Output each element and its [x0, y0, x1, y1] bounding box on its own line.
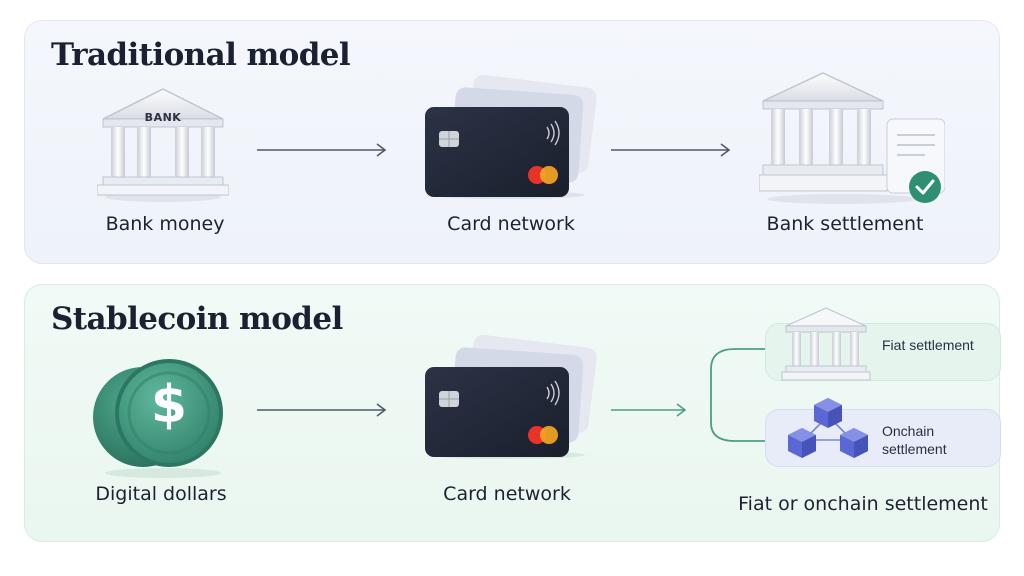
onchain-settlement-label: Onchain settlement [882, 423, 947, 457]
credit-card-icon [425, 75, 597, 199]
block-cube [814, 398, 842, 428]
credit-card-icon [425, 335, 597, 459]
traditional-model-panel: Traditional model BANK Bank money [24, 20, 1000, 264]
fiat-settlement-option: Fiat settlement [765, 307, 1001, 381]
arrow-right-icon [611, 403, 687, 417]
bank-money-label: Bank money [105, 213, 225, 235]
blockchain-blocks-icon [788, 398, 868, 458]
fiat-or-onchain-settlement-label: Fiat or onchain settlement [738, 493, 988, 515]
bank-settlement-label: Bank settlement [766, 213, 924, 235]
bank-building-icon [97, 88, 229, 202]
digital-dollars-label: Digital dollars [95, 483, 227, 505]
fiat-settlement-label: Fiat settlement [882, 337, 974, 353]
traditional-model-title: Traditional model [51, 37, 351, 73]
arrow-right-icon [611, 143, 731, 157]
arrow-right-icon [257, 143, 387, 157]
arrow-right-icon [257, 403, 387, 417]
card-network-label: Card network [443, 483, 571, 505]
stablecoin-model-title: Stablecoin model [51, 301, 343, 337]
bank-sign-label: BANK [144, 111, 182, 124]
dollar-symbol: $ [150, 375, 188, 435]
stablecoin-model-panel: Stablecoin model $ Digital dollars [24, 284, 1001, 542]
bank-settlement-icon [759, 72, 945, 204]
onchain-settlement-option: Onchain settlement [765, 398, 1001, 467]
bank-building-icon [781, 307, 871, 381]
card-network-label: Card network [447, 213, 575, 235]
stablecoin-icon [93, 359, 223, 478]
